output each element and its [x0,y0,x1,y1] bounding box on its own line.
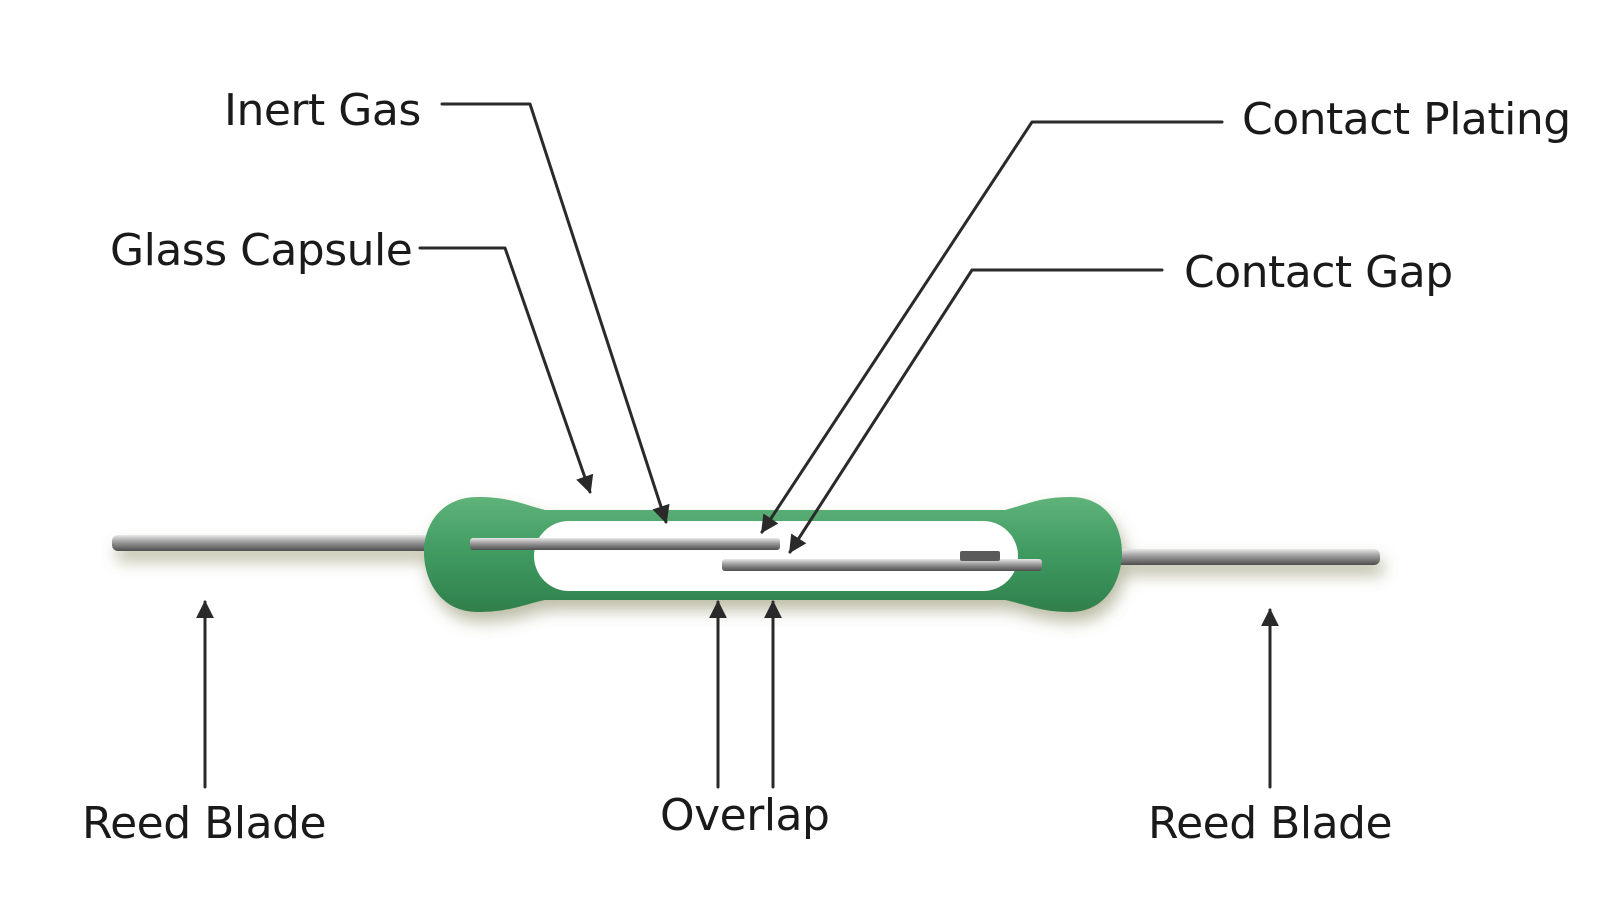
right-reed-blade [722,559,1042,571]
left-reed-blade [470,538,780,550]
label-contact-gap: Contact Gap [1184,247,1453,298]
label-glass-capsule: Glass Capsule [110,225,412,276]
label-inert-gas: Inert Gas [224,85,421,136]
right-reed-blade-step [960,551,1000,561]
label-reed-blade-left: Reed Blade [82,798,326,849]
contact-gap-leader [788,268,1164,554]
contact-plating-leader [760,120,1224,534]
right-lead-wire [1060,549,1380,565]
leader-lines [196,102,1279,789]
label-reed-blade-right: Reed Blade [1148,798,1392,849]
capsule-inner-chamber [534,521,1018,591]
label-contact-plating: Contact Plating [1242,94,1571,145]
reed-switch-body [112,497,1380,612]
label-overlap: Overlap [660,790,829,841]
left-lead-wire [112,535,472,551]
inert-gas-leader [440,102,670,524]
labels: Inert Gas Glass Capsule Contact Plating … [82,85,1571,849]
glass-capsule-leader [418,246,594,494]
